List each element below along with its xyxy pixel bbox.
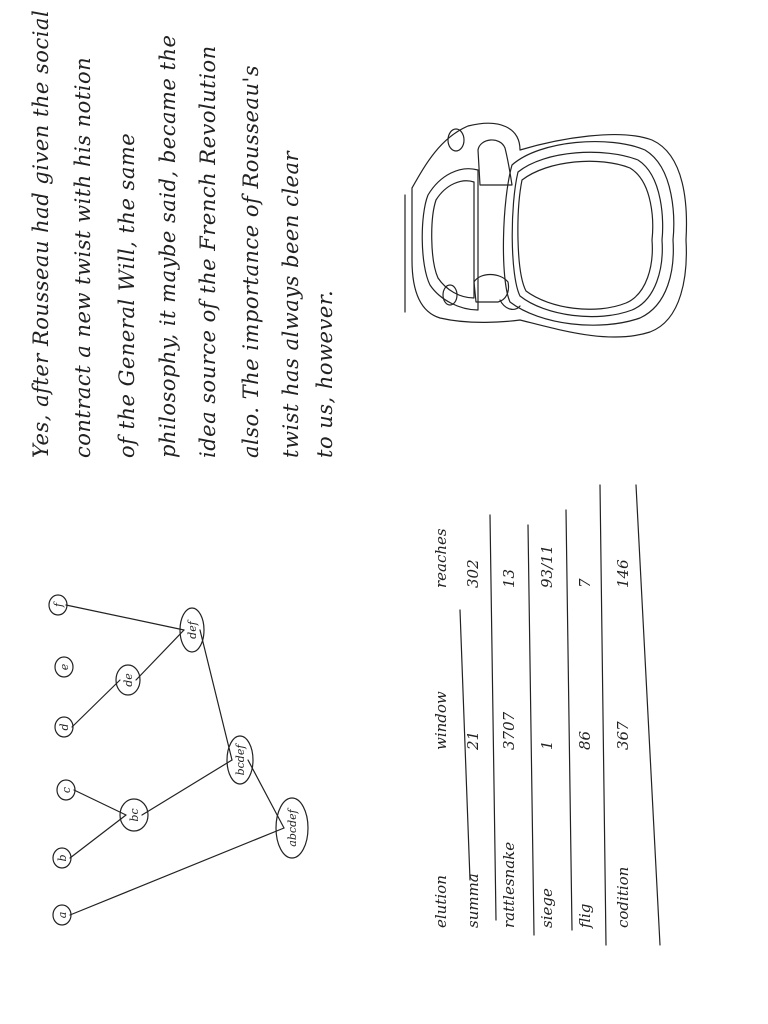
tree-node-label: f xyxy=(52,601,65,608)
skull-upper-socket xyxy=(478,140,512,185)
tree-edge xyxy=(70,815,126,858)
paragraph-line: contract a new twist with his notion xyxy=(71,57,95,458)
tree-leaf-node: d xyxy=(55,717,73,737)
paragraph-line: also. The importance of Rousseau's xyxy=(239,65,263,458)
tree-edge xyxy=(72,680,120,727)
handwritten-table: elution window reaches summa 21 302 rattlesnak… xyxy=(432,485,660,945)
tree-node-label: e xyxy=(58,663,71,670)
paragraph-line: idea source of the French Revolution xyxy=(196,45,220,458)
tree-node-label: bcdef xyxy=(234,743,247,776)
paragraph-line: twist has always been clear xyxy=(279,150,303,458)
table-cell: 13 xyxy=(500,569,518,588)
table-header-cell: window xyxy=(432,691,450,750)
tree-edge xyxy=(142,760,232,815)
tree-node-label: de xyxy=(122,673,135,687)
tree-node-label: a xyxy=(56,912,69,919)
tree-node-label: d xyxy=(58,723,71,730)
tree-edge xyxy=(200,630,232,760)
tree-leaf-node: e xyxy=(55,657,73,677)
tree-edge xyxy=(70,828,284,915)
paragraph-line: Yes, after Rousseau had given the social xyxy=(29,10,53,458)
tree-node-label: b xyxy=(56,854,69,861)
paragraph-line: to us, however. xyxy=(313,290,337,458)
tree-edge xyxy=(248,760,284,828)
table-row-rule xyxy=(490,515,496,920)
tree-diagram: abcdefbcdedefbcdefabcdef xyxy=(49,595,308,925)
table-row-rule xyxy=(566,510,572,930)
skull-outer-outline xyxy=(412,123,686,337)
table-row-rule xyxy=(600,485,606,945)
skull-left-rim-inner xyxy=(432,181,474,298)
table-cell: 146 xyxy=(614,559,632,588)
tree-edge xyxy=(66,605,184,630)
table-row-rule xyxy=(528,525,534,935)
table-row-rule xyxy=(636,485,660,945)
table-header-cell: reaches xyxy=(432,528,450,588)
tree-node-label: bc xyxy=(128,808,141,821)
table-cell: 21 xyxy=(464,731,482,751)
table-cell: 7 xyxy=(576,578,594,588)
skull-left-rim xyxy=(422,169,478,310)
tree-leaf-node: c xyxy=(57,780,75,800)
skull-sketch xyxy=(405,123,686,337)
tree-node-label: c xyxy=(60,787,73,793)
tree-leaf-node: a xyxy=(53,905,71,925)
tree-edge xyxy=(136,630,184,680)
tree-nodes: abcdefbcdedefbcdefabcdef xyxy=(49,595,308,925)
table-cell: 302 xyxy=(464,559,482,588)
paragraph-line: of the General Will, the same xyxy=(115,133,139,458)
tree-internal-node: abcdef xyxy=(276,798,308,858)
tree-edges xyxy=(66,605,284,915)
tree-node-label: def xyxy=(186,619,199,639)
table-cell: codition xyxy=(614,867,632,928)
handwritten-paragraph: Yes, after Rousseau had given the social… xyxy=(29,10,337,458)
tree-edge xyxy=(74,790,126,815)
table-cell: 86 xyxy=(576,730,594,750)
tree-leaf-node: f xyxy=(49,595,67,615)
table-cell: 367 xyxy=(614,721,632,750)
table-cell: rattlesnake xyxy=(500,842,518,928)
table-cell: flig xyxy=(576,904,594,929)
tree-node-label: abcdef xyxy=(286,807,299,846)
table-header-cell: elution xyxy=(432,875,450,928)
paragraph-line: philosophy, it maybe said, became the xyxy=(156,35,180,458)
tree-leaf-node: b xyxy=(53,848,71,868)
skull-lower-socket xyxy=(474,275,509,303)
tree-internal-node: bc xyxy=(120,799,148,831)
table-cell: 3707 xyxy=(500,711,518,750)
table-cells: elution window reaches summa 21 302 rattlesnak… xyxy=(432,528,632,929)
skull-cranium-core xyxy=(518,161,653,309)
table-cell: 1 xyxy=(538,740,556,750)
table-cell: 93/11 xyxy=(538,545,556,588)
table-cell: summa xyxy=(464,873,482,928)
table-cell: siege xyxy=(538,888,556,928)
